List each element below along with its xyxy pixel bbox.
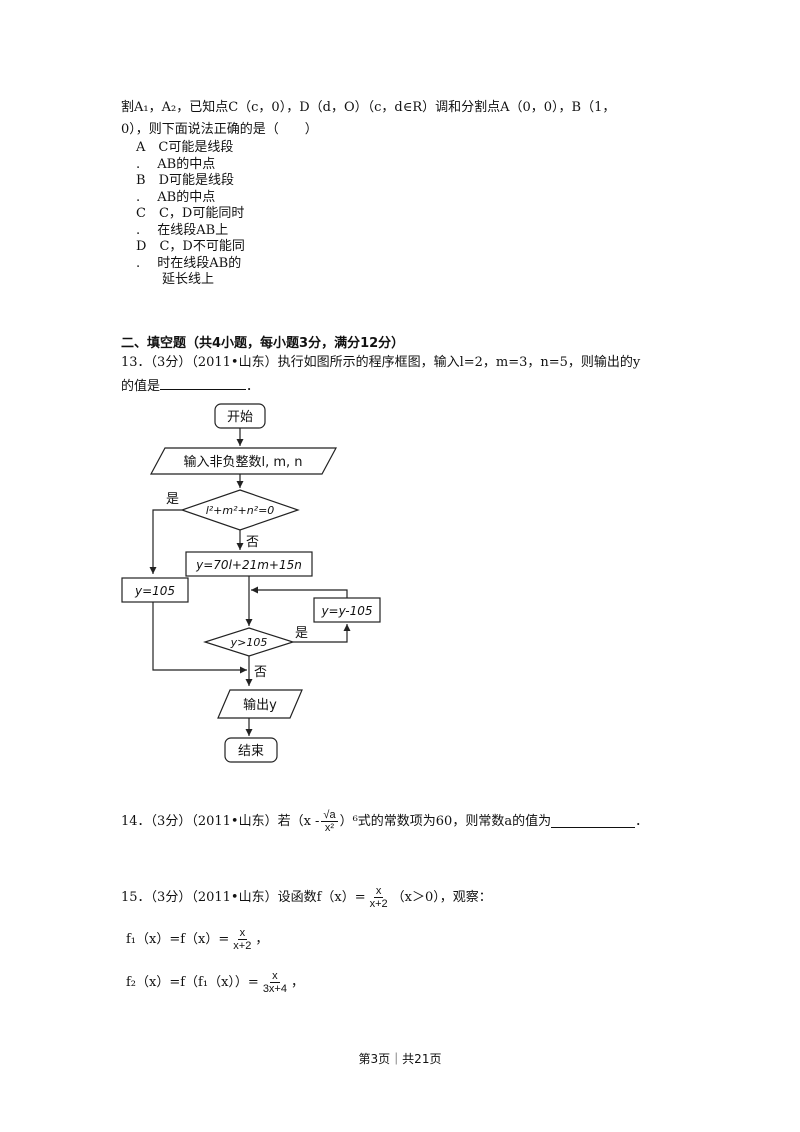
- flow-arrow: [293, 624, 351, 643]
- q12-option-b[interactable]: B D可能是线段 . AB的中点: [136, 173, 234, 206]
- subtract-label: y=y-105: [320, 604, 372, 618]
- q15-f1: f₁（x）=f（x）= x x+2 ，: [126, 927, 268, 952]
- q12-option-d[interactable]: D C，D不可能同 . 时在线段AB的 延长线上: [136, 239, 245, 289]
- q13-line1: 13．（3分）（2011•山东）执行如图所示的程序框图，输入l=2，m=3，n=…: [121, 355, 641, 370]
- cond2-label: y>105: [230, 636, 268, 649]
- input-label: 输入非负整数l, m, n: [183, 454, 302, 470]
- option-text: 在线段AB上: [157, 222, 229, 238]
- output-box: [217, 689, 303, 719]
- q14-suffix: ）⁶式的常数项为60，则常数a的值为: [339, 813, 552, 829]
- no2-label: 否: [254, 665, 267, 680]
- option-letter: D: [136, 239, 147, 254]
- option-letter: C: [136, 206, 146, 221]
- option-letter: A: [136, 140, 146, 155]
- f2-end: ，: [290, 974, 304, 990]
- answer-blank[interactable]: [551, 815, 636, 828]
- flow-arrow: [152, 602, 247, 674]
- q13-text: 的值是: [121, 379, 161, 394]
- yes1-label: 是: [166, 492, 179, 507]
- option-letter: B: [136, 173, 146, 188]
- q13-line2: 的值是 ．: [121, 377, 259, 395]
- fraction-numerator: √a: [321, 809, 338, 822]
- fraction-numerator: x: [237, 927, 248, 940]
- f2-fraction: x 3x+4: [261, 970, 289, 995]
- flow-arrow: [149, 509, 182, 574]
- fraction-denominator: x+2: [233, 940, 252, 952]
- start-label: 开始: [227, 410, 253, 425]
- q14-prefix: 14．（3分）（2011•山东）若（x -: [121, 813, 320, 829]
- option-text: AB的中点: [157, 189, 216, 205]
- option-dot: .: [136, 255, 141, 271]
- option-dot: .: [136, 156, 141, 172]
- option-text: 时在线段AB的: [157, 255, 242, 271]
- page-footer: 第3页｜共21页: [358, 1052, 442, 1066]
- q14: 14．（3分）（2011•山东）若（x - √a x² ）⁶式的常数项为60，则…: [121, 809, 648, 834]
- yes2-label: 是: [295, 626, 308, 641]
- flowchart: 开始 输入非负整数l, m, n l²+m²+n²=0 是 否 y=70l+21…: [121, 403, 381, 763]
- q14-fraction: √a x²: [321, 809, 338, 834]
- flow-arrow: [251, 586, 348, 598]
- option-dot: .: [136, 222, 141, 238]
- option-text: C，D可能同时: [158, 206, 245, 221]
- assign-105-box: [121, 577, 189, 603]
- fraction-denominator: x²: [324, 822, 335, 834]
- f2-prefix: f₂（x）=f（f₁（x））=: [126, 974, 259, 990]
- option-text: 延长线上: [162, 272, 215, 287]
- input-box: [149, 447, 338, 475]
- fraction-denominator: 3x+4: [262, 983, 287, 995]
- option-text: D可能是线段: [158, 173, 235, 188]
- q15-prefix: 15．（3分）（2011•山东）设函数f（x）=: [121, 889, 366, 905]
- end-label: 结束: [238, 744, 264, 759]
- output-label: 输出y: [243, 697, 277, 713]
- q12-line2: 0），则下面说法正确的是（ ）: [121, 122, 318, 137]
- end-terminal: [224, 737, 278, 763]
- fraction-numerator: x: [373, 885, 384, 898]
- option-text: AB的中点: [157, 156, 216, 172]
- option-text: C，D不可能同: [159, 239, 245, 254]
- fraction-numerator: x: [270, 970, 280, 983]
- fraction-denominator: x+2: [369, 898, 388, 910]
- cond1-label: l²+m²+n²=0: [206, 504, 275, 517]
- q15: 15．（3分）（2011•山东）设函数f（x）= x x+2 （x＞0），观察：: [121, 885, 492, 910]
- q12-line1: 割A₁，A₂，已知点C（c，0），D（d，O）（c，d∈R）调和分割点A（0，0…: [121, 100, 616, 115]
- q15-suffix: （x＞0），观察：: [391, 889, 492, 905]
- f1-fraction: x x+2: [231, 927, 253, 952]
- answer-blank[interactable]: [160, 377, 247, 390]
- no1-label: 否: [246, 535, 259, 550]
- f1-prefix: f₁（x）=f（x）=: [126, 931, 230, 947]
- option-text: C可能是线段: [158, 140, 234, 155]
- assign105-label: y=105: [134, 584, 175, 598]
- option-dot: .: [136, 189, 141, 205]
- q15-f2: f₂（x）=f（f₁（x））= x 3x+4 ，: [126, 970, 304, 995]
- q14-end: ．: [635, 813, 649, 829]
- q13-end: ．: [246, 379, 260, 394]
- q12-option-a[interactable]: A C可能是线段 . AB的中点: [136, 140, 233, 173]
- f1-end: ，: [255, 931, 269, 947]
- q15-fraction: x x+2: [368, 885, 390, 910]
- compute-label: y=70l+21m+15n: [195, 558, 302, 572]
- section-title: 二、填空题（共4小题，每小题3分，满分12分）: [121, 336, 405, 351]
- q12-option-c[interactable]: C C，D可能同时 . 在线段AB上: [136, 206, 244, 239]
